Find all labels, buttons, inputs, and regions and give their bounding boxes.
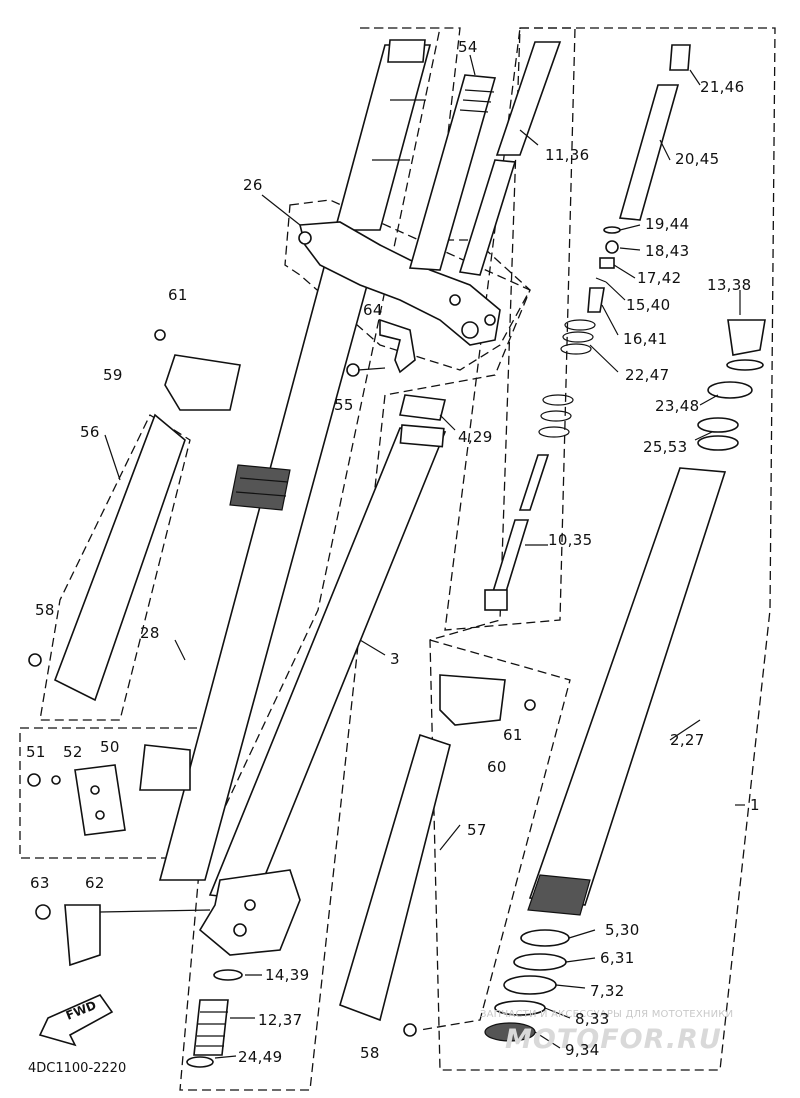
diagram-code: 4DC1100-2220 — [28, 1061, 126, 1076]
valve-16-41 — [587, 287, 605, 313]
label-26: 26 — [243, 176, 263, 194]
label-18-43: 18,43 — [645, 242, 689, 260]
label-10-35: 10,35 — [548, 531, 592, 549]
label-8-33: 8,33 — [575, 1010, 610, 1028]
label-28: 28 — [140, 624, 160, 642]
label-14-39: 14,39 — [265, 966, 309, 984]
guard-group-right-outline — [419, 639, 571, 1031]
ring-7-32 — [503, 975, 557, 995]
ring-6-31 — [513, 953, 567, 971]
seal-14-39 — [213, 969, 243, 981]
piston-rod-10-35 — [484, 454, 550, 611]
label-9-34: 9,34 — [565, 1041, 600, 1059]
caliper-bracket-50 — [27, 764, 126, 836]
label-1: 1 — [750, 796, 760, 814]
top-cap-13-38 — [726, 319, 766, 371]
ring-5-30 — [520, 929, 570, 947]
label-59: 59 — [103, 366, 123, 384]
bolt-61b — [524, 699, 536, 711]
label-55: 55 — [334, 396, 354, 414]
label-64: 64 — [363, 301, 383, 319]
label-3: 3 — [390, 650, 400, 668]
label-56: 56 — [80, 423, 100, 441]
label-15-40: 15,40 — [626, 296, 670, 314]
ring-25-53 — [697, 417, 739, 433]
label-13-38: 13,38 — [707, 276, 751, 294]
label-22-47: 22,47 — [625, 366, 669, 384]
label-21-46: 21,46 — [700, 78, 744, 96]
label-16-41: 16,41 — [623, 330, 667, 348]
fork-guard-57 — [339, 733, 451, 1022]
label-12-37: 12,37 — [258, 1011, 302, 1029]
label-58b: 58 — [360, 1044, 380, 1062]
label-54: 54 — [458, 38, 478, 56]
bracket-group-outline — [284, 199, 531, 371]
label-2-27: 2,27 — [670, 731, 705, 749]
label-51: 51 — [26, 743, 46, 761]
guard-clamp-59 — [164, 354, 241, 411]
guard-clamp-60 — [439, 674, 506, 726]
spring-22-47 — [538, 319, 596, 438]
fork-guard-56 — [53, 413, 186, 702]
label-4-29: 4,29 — [458, 428, 493, 446]
bolt-55 — [346, 363, 386, 377]
outer-tube-right — [527, 467, 727, 916]
clip-15-40 — [595, 277, 607, 283]
label-52: 52 — [63, 743, 83, 761]
label-57: 57 — [467, 821, 487, 839]
label-24-49: 24,49 — [238, 1048, 282, 1066]
label-58a: 58 — [35, 601, 55, 619]
caliper-bracket-outline — [19, 727, 206, 859]
axle-holder — [198, 869, 301, 956]
bolt-63 — [35, 904, 51, 920]
fwd-arrow: FWD — [38, 994, 114, 1047]
label-11-36: 11,36 — [545, 146, 589, 164]
label-50: 50 — [100, 738, 120, 756]
label-6-31: 6,31 — [600, 949, 635, 967]
label-60: 60 — [487, 758, 507, 776]
label-5-30: 5,30 — [605, 921, 640, 939]
washer-24-49 — [186, 1056, 214, 1068]
triple-clamp — [298, 221, 501, 346]
inner-tube-group-outline — [444, 27, 576, 631]
part-17-42 — [599, 257, 615, 269]
damper-group-outline — [429, 27, 776, 1071]
label-17-42: 17,42 — [637, 269, 681, 287]
nut-18-43 — [605, 240, 619, 254]
ring-25-53b — [697, 435, 739, 451]
watermark-line2: MOTOFOR.RU — [505, 1024, 722, 1055]
watermark-line1: ЗАПЧАСТИ И АКСЕССУАРЫ ДЛЯ МОТОТЕХНИКИ — [480, 1009, 733, 1020]
label-23-48: 23,48 — [655, 397, 699, 415]
label-61b: 61 — [503, 726, 523, 744]
damper-rod-20-45 — [618, 44, 691, 221]
bolt-58b — [403, 1023, 417, 1037]
steering-stem-54 — [408, 74, 497, 271]
leader-62 — [99, 909, 211, 913]
bolt-58a — [28, 653, 42, 667]
spring-12-37 — [193, 999, 229, 1056]
inner-tube-3 — [208, 394, 447, 901]
label-7-32: 7,32 — [590, 982, 625, 1000]
label-62: 62 — [85, 874, 105, 892]
label-61a: 61 — [168, 286, 188, 304]
bolt-61a — [154, 329, 166, 341]
label-63: 63 — [30, 874, 50, 892]
label-25-53: 25,53 — [643, 438, 687, 456]
label-19-44: 19,44 — [645, 215, 689, 233]
leader-lines — [104, 54, 745, 1059]
ring-23-48 — [707, 381, 753, 399]
plate-62 — [64, 904, 101, 967]
cap-bolt-11-36 — [458, 41, 562, 276]
cable-guide-64 — [379, 318, 416, 374]
label-20-45: 20,45 — [675, 150, 719, 168]
washer-19-44 — [603, 226, 621, 234]
